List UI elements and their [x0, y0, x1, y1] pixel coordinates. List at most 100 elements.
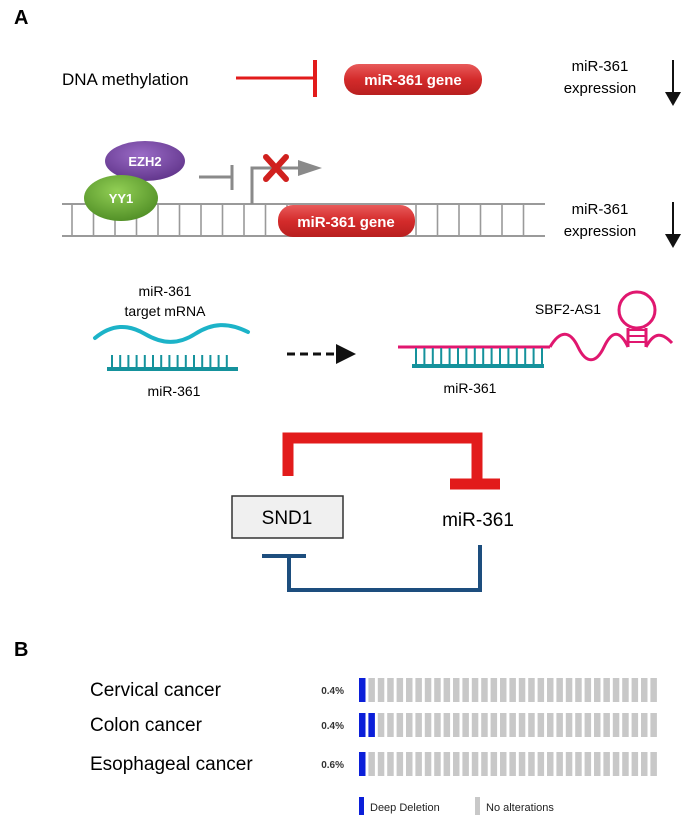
no-alteration-bar — [500, 713, 507, 737]
no-alteration-bar — [603, 678, 610, 702]
legend: Deep Deletion No alterations — [359, 797, 554, 815]
deep-deletion-bar — [359, 713, 366, 737]
no-alteration-bar — [471, 713, 479, 737]
no-alteration-bar — [377, 713, 385, 737]
expression-2-line2: expression — [564, 223, 637, 240]
cancer-type-label: Esophageal cancer — [90, 754, 253, 775]
deep-deletion-bar — [368, 713, 375, 737]
no-alteration-bar — [537, 678, 545, 702]
no-alteration-bar — [594, 678, 601, 702]
snd1-label: SND1 — [262, 508, 313, 529]
target-label-line2: target mRNA — [125, 303, 207, 319]
ezh2-protein: EZH2 — [105, 141, 185, 181]
navy-inhibition-loop — [262, 545, 482, 592]
no-alteration-bar — [471, 678, 479, 702]
no-alteration-bar — [490, 752, 498, 776]
down-arrow-icon — [665, 60, 681, 106]
no-alteration-bar — [415, 713, 422, 737]
no-alteration-bar — [490, 713, 498, 737]
no-alteration-bar — [377, 752, 385, 776]
deep-deletion-bar — [359, 752, 366, 776]
expression-1-line2: expression — [564, 80, 637, 97]
no-alteration-bar — [424, 678, 432, 702]
no-alteration-bar — [518, 752, 526, 776]
deep-deletion-bar — [359, 678, 366, 702]
no-alteration-bar — [462, 678, 469, 702]
no-alteration-bar — [406, 678, 413, 702]
no-alteration-bar — [481, 713, 488, 737]
oncoprint-row: Colon cancer 0.4% — [90, 713, 657, 737]
no-alteration-bar — [396, 752, 404, 776]
yy1-protein: YY1 — [84, 175, 158, 221]
no-alteration-bar — [518, 713, 526, 737]
no-alteration-bar — [453, 752, 460, 776]
no-alteration-bar — [594, 713, 601, 737]
sbf2-as1-label: SBF2-AS1 — [535, 301, 601, 317]
alteration-percent: 0.4% — [321, 721, 344, 732]
no-alteration-bar — [500, 752, 507, 776]
mir-361-gene-pill-1: miR-361 gene — [344, 64, 482, 95]
no-alteration-bar — [415, 752, 422, 776]
legend-no-alterations-label: No alterations — [486, 802, 554, 814]
no-alteration-bar — [500, 678, 507, 702]
no-alteration-bar — [509, 713, 516, 737]
no-alteration-bar — [509, 678, 516, 702]
no-alteration-bar — [453, 713, 460, 737]
no-alteration-bar — [584, 713, 592, 737]
no-alteration-bar — [424, 713, 432, 737]
cancer-type-label: Colon cancer — [90, 715, 203, 736]
legend-deep-deletion-label: Deep Deletion — [370, 802, 440, 814]
down-arrow-icon — [665, 202, 681, 248]
transcription-start-arrow — [250, 160, 322, 204]
no-alteration-bar — [547, 752, 554, 776]
yy1-label: YY1 — [109, 191, 134, 206]
no-alteration-bar — [547, 713, 554, 737]
no-alteration-bar — [556, 752, 563, 776]
no-alteration-bar — [377, 678, 385, 702]
no-alteration-bar — [641, 678, 648, 702]
no-alteration-bar — [537, 713, 545, 737]
no-alteration-bar — [443, 678, 451, 702]
no-alteration-bar — [443, 752, 451, 776]
ezh2-label: EZH2 — [128, 154, 161, 169]
no-alteration-bar — [575, 752, 582, 776]
no-alteration-bar — [547, 678, 554, 702]
alteration-percent: 0.6% — [321, 760, 344, 771]
no-alteration-bar — [368, 678, 375, 702]
left-mirna-label: miR-361 — [148, 383, 201, 399]
no-alteration-bar — [622, 752, 629, 776]
no-alteration-bar — [462, 752, 469, 776]
no-alteration-bar — [462, 713, 469, 737]
no-alteration-bar — [453, 678, 460, 702]
no-alteration-bar — [509, 752, 516, 776]
no-alteration-bar — [471, 752, 479, 776]
no-alteration-bar — [406, 713, 413, 737]
no-alteration-bar — [415, 678, 422, 702]
no-alteration-bar — [622, 678, 629, 702]
gene-pill-2-label: miR-361 gene — [297, 214, 395, 231]
no-alteration-bar — [641, 713, 648, 737]
no-alteration-bar — [565, 713, 573, 737]
no-alteration-bar — [650, 713, 657, 737]
no-alteration-bar — [584, 678, 592, 702]
no-alteration-bar — [528, 678, 535, 702]
snd1-box: SND1 — [231, 495, 344, 539]
no-alteration-bar — [650, 752, 657, 776]
no-alteration-bar — [406, 752, 413, 776]
panel-a-label: A — [14, 7, 28, 29]
no-alteration-bar — [631, 713, 639, 737]
no-alteration-bar — [490, 678, 498, 702]
mir-361-gene-pill-2: miR-361 gene — [278, 205, 415, 237]
no-alteration-bar — [368, 752, 375, 776]
no-alteration-bar — [396, 713, 404, 737]
no-alteration-bar — [481, 678, 488, 702]
no-alteration-bar — [387, 752, 394, 776]
no-alteration-bar — [387, 713, 394, 737]
no-alteration-bar — [556, 678, 563, 702]
no-alteration-bar — [565, 678, 573, 702]
no-alteration-bar — [631, 678, 639, 702]
no-alteration-bar — [387, 678, 394, 702]
no-alteration-bar — [528, 752, 535, 776]
